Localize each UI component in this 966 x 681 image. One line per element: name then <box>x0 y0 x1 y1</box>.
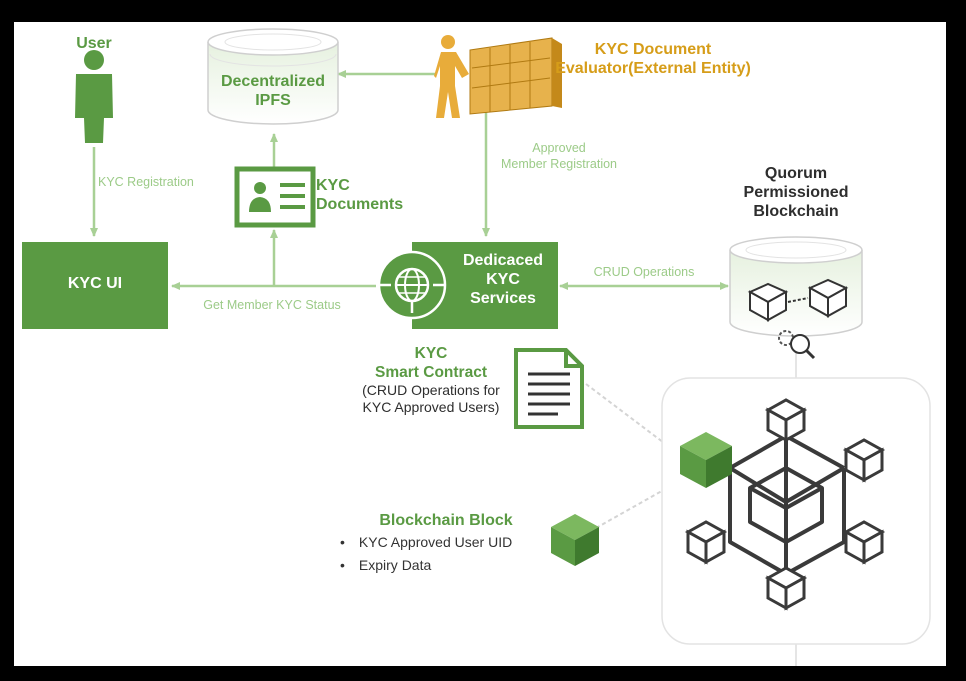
quorum-label: Quorum Permissioned Blockchain <box>726 164 866 222</box>
quorum-label-line2: Permissioned <box>743 184 849 202</box>
connectors <box>90 70 797 666</box>
edge-label-approved-line2: Member Registration <box>500 157 617 172</box>
services-label-line1: Dedicaced <box>462 252 544 269</box>
ipfs-label-line1: Decentralized <box>220 73 326 90</box>
services-label-line2: KYC <box>486 271 520 289</box>
globe-icon <box>377 250 447 320</box>
ipfs-label: Decentralized IPFS <box>198 72 348 110</box>
smart-contract-label-line4: KYC Approved Users) <box>362 398 500 415</box>
smart-contract-label: KYC Smart Contract (CRUD Operations for … <box>338 345 524 416</box>
quorum-label-line3: Blockchain <box>753 203 839 221</box>
network-node-cubes <box>680 398 886 611</box>
smart-contract-label-line2: Smart Contract <box>375 363 487 381</box>
kyc-documents-label-line2: Documents <box>316 196 404 214</box>
kyc-documents-icon <box>234 166 316 228</box>
evaluator-server-icon <box>434 35 562 118</box>
smart-contract-document-icon <box>514 348 584 429</box>
smart-contract-label-line3: (CRUD Operations for <box>362 382 500 399</box>
evaluator-label-line2: Evaluator(External Entity) <box>555 60 751 78</box>
list-item: Expiry Data <box>340 554 560 577</box>
list-item: KYC Approved User UID <box>340 531 560 554</box>
evaluator-label: KYC Document Evaluator(External Entity) <box>528 40 778 78</box>
user-label: User <box>76 35 112 52</box>
kyc-documents-label-line1: KYC <box>316 177 350 194</box>
diagram-canvas: User Decentralized IPFS KYC Document Eva… <box>14 22 946 666</box>
kyc-services-box: Dedicaced KYC Services <box>448 251 558 309</box>
kyc-ui-box: KYC UI <box>22 274 168 294</box>
edge-label-crud-operations: CRUD Operations <box>593 265 695 279</box>
evaluator-label-line1: KYC Document <box>594 41 712 58</box>
quorum-cylinder-icon <box>729 236 863 360</box>
edge-label-approved: Approved Member Registration <box>484 140 634 173</box>
kyc-documents-label: KYC Documents <box>316 176 420 214</box>
user-icon <box>75 50 113 143</box>
blockchain-block-list: KYC Approved User UID Expiry Data <box>340 531 560 577</box>
edge-label-get-status: Get Member KYC Status <box>203 298 341 312</box>
quorum-label-line1: Quorum <box>764 165 828 182</box>
edge-label-kyc-registration: KYC Registration <box>98 175 194 189</box>
edge-label-approved-line1: Approved <box>532 141 586 155</box>
ipfs-cylinder-icon <box>207 28 339 125</box>
kyc-ui-label: KYC UI <box>67 275 123 292</box>
smart-contract-label-line1: KYC <box>414 345 448 362</box>
blockchain-network-icon <box>661 377 931 645</box>
ipfs-label-line2: IPFS <box>255 92 291 110</box>
services-label-line3: Services <box>470 290 536 308</box>
blockchain-block-title: Blockchain Block <box>379 512 513 529</box>
